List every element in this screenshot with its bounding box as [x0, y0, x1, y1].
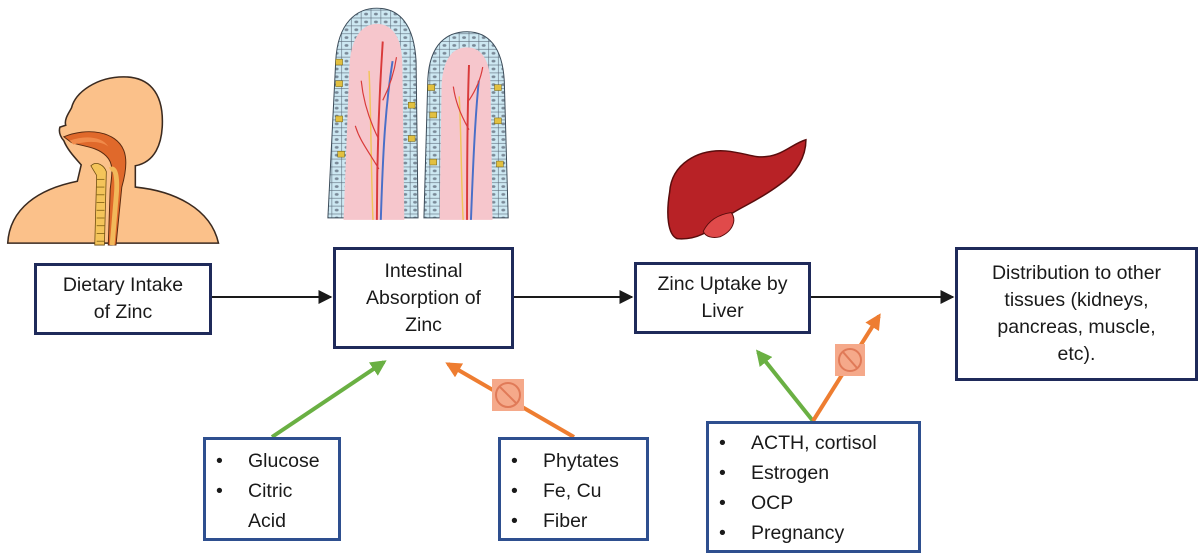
bullet: • [719, 522, 726, 544]
stage-box-dietary-intake: Dietary Intake of Zinc [34, 263, 212, 335]
enhancer-arrow-intestinal [270, 360, 387, 439]
factor-item: • Estrogen [719, 458, 877, 488]
factor-item: • Fe, Cu [511, 476, 619, 506]
factor-item: • Citric [216, 476, 320, 506]
factor-list: • ACTH, cortisol • Estrogen • OCP • Preg… [719, 428, 877, 548]
factor-item-text: ACTH, cortisol [751, 432, 877, 454]
stage-label-line: etc). [1057, 343, 1096, 365]
factor-item: • Acid [216, 506, 320, 536]
factor-item-text: Citric [248, 480, 293, 502]
stage-label-line: Dietary Intake [62, 274, 184, 296]
factor-item: • ACTH, cortisol [719, 428, 877, 458]
bullet: • [719, 462, 726, 484]
factor-box-enhancers-intestinal: • Glucose • Citric • Acid [203, 437, 341, 541]
stage-label-line: Distribution to other [991, 262, 1162, 284]
factor-item-text: Pregnancy [751, 522, 845, 544]
factor-box-inhibitors-intestinal: • Phytates • Fe, Cu • Fiber [498, 437, 649, 541]
inhibitor-arrow-liver [811, 313, 881, 423]
stage-label-line: Absorption of [366, 286, 481, 309]
bullet: • [719, 432, 726, 454]
factor-item-text: Estrogen [751, 462, 830, 484]
bullet: • [511, 480, 518, 502]
stage-label-line: Zinc Uptake by [657, 273, 788, 295]
stage-label-line: Intestinal [384, 259, 463, 282]
bullet: • [719, 492, 726, 514]
enhancer-arrow-liver [756, 349, 815, 423]
intestinal-villi-icon [327, 7, 509, 220]
stage-box-liver-uptake: Zinc Uptake by Liver [634, 262, 811, 334]
inhibitor-arrow-intestinal [445, 362, 576, 439]
bullet: • [216, 480, 223, 502]
factor-item-text: Acid [248, 510, 286, 532]
bullet: • [216, 450, 223, 472]
stage-label-line: tissues (kidneys, [1004, 289, 1149, 311]
factor-item: • Glucose [216, 446, 320, 476]
stage-label-line: Liver [701, 300, 744, 322]
no-symbol-icon [492, 379, 524, 411]
factor-item-text: Phytates [543, 450, 619, 472]
factor-item-text: Glucose [248, 450, 320, 472]
stage-box-distribution: Distribution to other tissues (kidneys, … [955, 247, 1198, 381]
stage-label-line: Zinc [405, 313, 442, 336]
head-digestive-tract-icon [6, 76, 220, 246]
bullet: • [511, 510, 518, 532]
bullet: • [511, 450, 518, 472]
factor-item-text: Fiber [543, 510, 588, 532]
factor-item-text: Fe, Cu [543, 480, 602, 502]
factor-item: • OCP [719, 488, 877, 518]
stage-box-intestinal-absorption: Intestinal Absorption of Zinc [333, 247, 514, 349]
stage-label-line: pancreas, muscle, [997, 316, 1156, 338]
factor-item: • Phytates [511, 446, 619, 476]
no-symbol-icon [835, 344, 865, 376]
factor-item: • Pregnancy [719, 518, 877, 548]
factor-item: • Fiber [511, 506, 619, 536]
factor-item-text: OCP [751, 492, 794, 514]
factor-list: • Glucose • Citric • Acid [216, 446, 320, 536]
stage-label-line: of Zinc [93, 301, 153, 323]
liver-icon [667, 138, 807, 240]
factor-box-modulators-liver: • ACTH, cortisol • Estrogen • OCP • Preg… [706, 421, 921, 553]
factor-list: • Phytates • Fe, Cu • Fiber [511, 446, 619, 536]
